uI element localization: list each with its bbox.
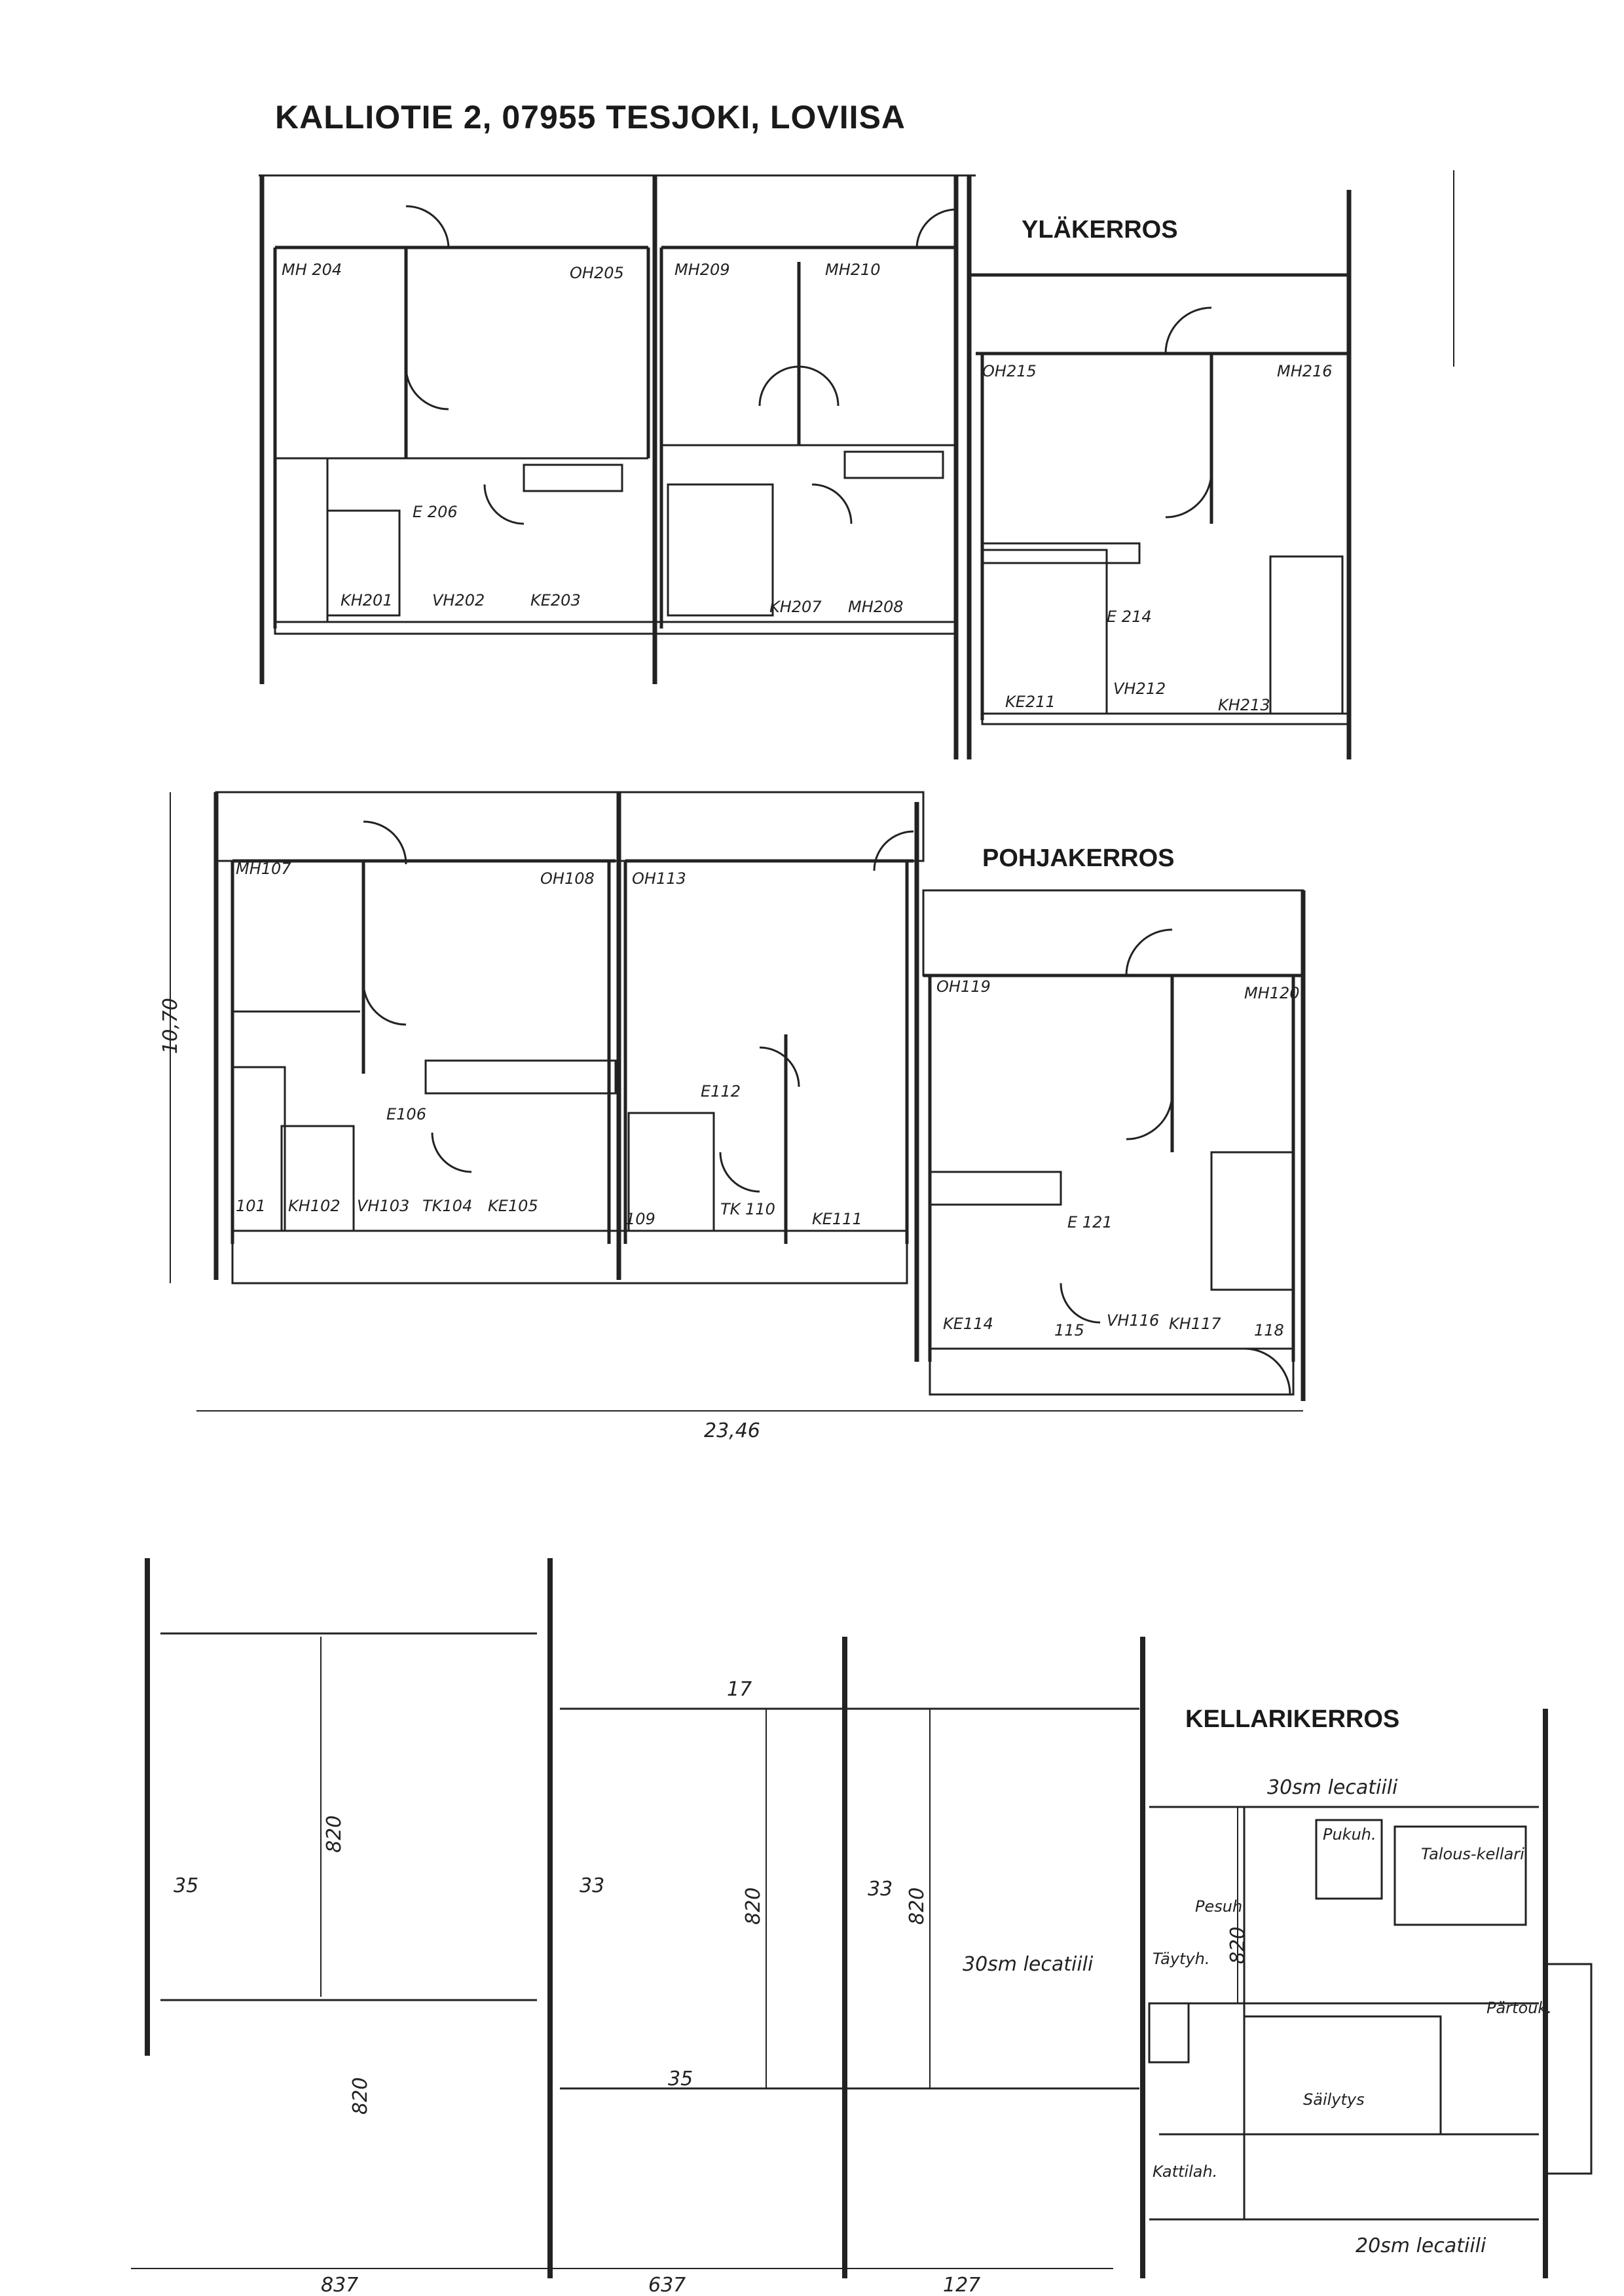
room-label-basement: Pukuh. <box>1323 1825 1376 1844</box>
page-title: KALLIOTIE 2, 07955 TESJOKI, LOVIISA <box>275 99 906 136</box>
room-label-upper: KH201 <box>341 591 393 610</box>
basement-dimension: 820 <box>1227 1927 1249 1964</box>
basement-dimension: 33 <box>868 1878 893 1901</box>
room-label-ground: OH108 <box>540 869 595 888</box>
ground-floor-plan <box>170 791 1306 1412</box>
basement-dimension: 33 <box>580 1874 604 1897</box>
basement-dimension: 35 <box>174 1874 198 1897</box>
ground-width-dimension: 23,46 <box>704 1419 760 1442</box>
room-label-upper: MH208 <box>848 598 904 616</box>
room-label-upper: MH210 <box>825 261 881 279</box>
room-label-ground: KH102 <box>288 1197 341 1215</box>
room-label-upper: MH209 <box>674 261 730 279</box>
basement-dimension: 820 <box>906 1887 929 1925</box>
basement-dimension: 820 <box>349 2077 372 2115</box>
room-label-ground: TK104 <box>422 1197 472 1215</box>
room-label-ground: KH117 <box>1169 1315 1221 1333</box>
basement-dimension: 837 <box>321 2274 358 2296</box>
room-label-upper: MH216 <box>1277 362 1333 380</box>
room-label-upper: KE211 <box>1005 693 1056 711</box>
room-label-ground: OH119 <box>936 977 991 996</box>
basement-dimension: 637 <box>648 2274 686 2296</box>
room-label-ground: E 121 <box>1067 1213 1113 1231</box>
room-label-upper: OH215 <box>982 362 1037 380</box>
room-label-ground: MH120 <box>1244 984 1300 1002</box>
room-label-basement: Pärtouk. <box>1486 1999 1552 2017</box>
room-label-ground: VH116 <box>1107 1311 1159 1330</box>
room-label-upper: KH213 <box>1218 696 1270 714</box>
wall-note: 30sm lecatiili <box>963 1953 1094 1976</box>
upper-floor-plan <box>259 170 1454 759</box>
room-label-ground: 101 <box>236 1197 266 1215</box>
room-label-ground: MH107 <box>236 860 291 878</box>
basement-dimension: 127 <box>943 2274 980 2296</box>
basement-floor-label: KELLARIKERROS <box>1185 1705 1400 1733</box>
room-label-ground: TK 110 <box>720 1200 775 1218</box>
room-label-basement: Täytyh. <box>1153 1950 1210 1968</box>
room-label-upper: MH 204 <box>282 261 342 279</box>
room-label-ground: KE114 <box>943 1315 993 1333</box>
room-label-upper: VH202 <box>432 591 485 610</box>
basement-dimension: 35 <box>668 2068 693 2090</box>
room-label-upper: VH212 <box>1113 680 1166 698</box>
room-label-upper: E 206 <box>413 503 458 521</box>
room-label-ground: E112 <box>701 1082 741 1101</box>
room-label-ground: 109 <box>625 1210 655 1228</box>
room-label-upper: KE203 <box>530 591 581 610</box>
basement-plan <box>131 1558 1593 2278</box>
ground-height-dimension: 10,70 <box>159 998 182 1054</box>
room-label-ground: VH103 <box>357 1197 409 1215</box>
wall-note: 20sm lecatiili <box>1356 2234 1486 2257</box>
wall-note: 30sm lecatiili <box>1267 1776 1398 1799</box>
upper-floor-label: YLÄKERROS <box>1022 216 1178 244</box>
room-label-ground: OH113 <box>632 869 686 888</box>
room-label-ground: 118 <box>1254 1321 1284 1339</box>
room-label-ground: KE105 <box>488 1197 538 1215</box>
basement-dimension: 820 <box>323 1815 346 1853</box>
room-label-ground: E106 <box>386 1105 426 1123</box>
room-label-basement: Säilytys <box>1303 2090 1365 2109</box>
room-label-basement: Talous-kellari <box>1421 1845 1524 1863</box>
room-label-upper: E 214 <box>1107 608 1152 626</box>
basement-dimension: 820 <box>742 1887 765 1925</box>
room-label-upper: OH205 <box>570 264 624 282</box>
basement-dimension: 17 <box>727 1678 752 1701</box>
room-label-basement: Pesuh. <box>1195 1897 1247 1916</box>
room-label-basement: Kattilah. <box>1153 2162 1217 2181</box>
room-label-upper: KH207 <box>769 598 822 616</box>
room-label-ground: 115 <box>1054 1321 1084 1339</box>
ground-floor-label: POHJAKERROS <box>982 845 1175 872</box>
room-label-ground: KE111 <box>812 1210 862 1228</box>
